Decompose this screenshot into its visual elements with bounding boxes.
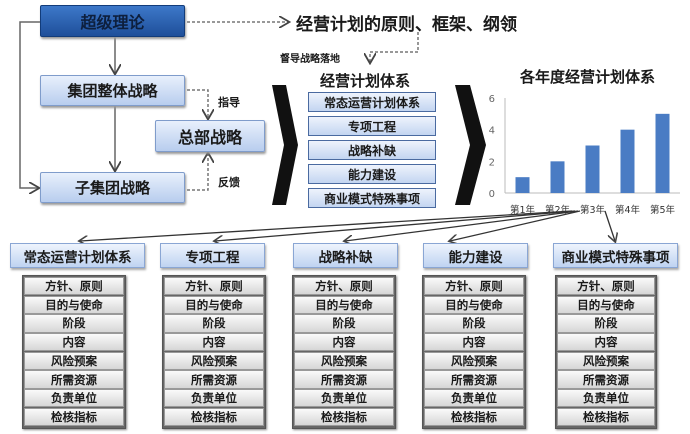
fan-out-arrows <box>80 210 615 241</box>
list-item: 阶段 <box>424 314 524 333</box>
list-item: 目的与使命 <box>294 295 394 314</box>
list-item: 内容 <box>557 333 655 352</box>
feedback-label: 反馈 <box>218 176 240 189</box>
supervise-arrow <box>370 32 419 62</box>
column-header: 能力建设 <box>423 243 528 268</box>
list-item: 内容 <box>164 333 264 352</box>
x-tick-label: 第1年 <box>510 204 536 216</box>
list-item: 阶段 <box>557 314 655 333</box>
list-item: 风险预案 <box>294 351 394 370</box>
list-item: 负责单位 <box>24 389 124 408</box>
y-tick-label: 4 <box>489 126 495 137</box>
guide-arrow <box>187 89 208 118</box>
list-item: 风险预案 <box>557 351 655 370</box>
x-tick-label: 第2年 <box>545 204 571 216</box>
feedback-arrow <box>187 154 208 191</box>
list-item: 检核指标 <box>557 407 655 426</box>
list-item: 负责单位 <box>424 389 524 408</box>
list-item: 内容 <box>424 333 524 352</box>
x-tick-label: 第4年 <box>615 204 641 216</box>
list-item: 方针、原则 <box>294 277 394 296</box>
bar <box>655 113 670 193</box>
column-header: 战略补缺 <box>293 243 398 268</box>
supervise-label: 督导战略落地 <box>280 54 340 65</box>
list-item: 风险预案 <box>164 351 264 370</box>
x-tick-label: 第5年 <box>650 204 676 216</box>
column-list: 方针、原则目的与使命阶段内容风险预案所需资源负责单位检核指标 <box>555 275 657 429</box>
principles-text: 经营计划的原则、框架、纲领 <box>296 15 517 35</box>
chevron-icon <box>272 85 298 205</box>
list-item: 阶段 <box>24 314 124 333</box>
column-header: 商业模式特殊事项 <box>553 243 678 268</box>
list-item: 目的与使命 <box>557 295 655 314</box>
subgroup-strategy-box: 子集团战略 <box>40 172 185 203</box>
plan-item: 商业模式特殊事项 <box>308 188 436 208</box>
plan-item: 战略补缺 <box>308 140 436 160</box>
list-item: 方针、原则 <box>164 277 264 296</box>
theory-to-subgroup-arrow <box>19 21 40 188</box>
list-item: 负责单位 <box>557 389 655 408</box>
column-header: 专项工程 <box>160 243 265 268</box>
bar <box>515 177 530 193</box>
chart-title: 各年度经营计划体系 <box>520 68 656 86</box>
list-item: 阶段 <box>294 314 394 333</box>
list-item: 方针、原则 <box>557 277 655 296</box>
column-list: 方针、原则目的与使命阶段内容风险预案所需资源负责单位检核指标 <box>292 275 396 429</box>
plan-item: 专项工程 <box>308 116 436 136</box>
bar <box>585 145 600 193</box>
group-strategy-box: 集团整体战略 <box>40 75 185 106</box>
list-item: 目的与使命 <box>164 295 264 314</box>
list-item: 目的与使命 <box>424 295 524 314</box>
plan-item: 常态运营计划体系 <box>308 92 436 112</box>
list-item: 所需资源 <box>164 370 264 389</box>
column-list: 方针、原则目的与使命阶段内容风险预案所需资源负责单位检核指标 <box>22 275 126 429</box>
column-list: 方针、原则目的与使命阶段内容风险预案所需资源负责单位检核指标 <box>422 275 526 429</box>
list-item: 阶段 <box>164 314 264 333</box>
column-header: 常态运营计划体系 <box>10 243 145 268</box>
bar <box>550 161 565 193</box>
y-tick-label: 6 <box>489 94 495 105</box>
list-item: 检核指标 <box>424 407 524 426</box>
list-item: 内容 <box>294 333 394 352</box>
plan-system-title: 经营计划体系 <box>320 72 411 90</box>
list-item: 方针、原则 <box>424 277 524 296</box>
list-item: 负责单位 <box>294 389 394 408</box>
list-item: 风险预案 <box>424 351 524 370</box>
list-item: 检核指标 <box>164 407 264 426</box>
bar <box>620 129 635 193</box>
list-item: 检核指标 <box>294 407 394 426</box>
list-item: 负责单位 <box>164 389 264 408</box>
list-item: 方针、原则 <box>24 277 124 296</box>
list-item: 检核指标 <box>24 407 124 426</box>
list-item: 所需资源 <box>424 370 524 389</box>
list-item: 目的与使命 <box>24 295 124 314</box>
bar-chart: 0 2 4 6 第1年第2年第3年第4年第5年 <box>489 94 680 216</box>
y-tick-label: 0 <box>489 189 495 200</box>
y-tick-label: 2 <box>489 157 495 168</box>
x-tick-label: 第3年 <box>580 204 606 216</box>
list-item: 所需资源 <box>294 370 394 389</box>
list-item: 所需资源 <box>24 370 124 389</box>
hq-strategy-box: 总部战略 <box>155 120 265 152</box>
guide-label: 指导 <box>218 96 240 109</box>
chevron-icon <box>455 85 486 205</box>
column-list: 方针、原则目的与使命阶段内容风险预案所需资源负责单位检核指标 <box>162 275 266 429</box>
plan-item: 能力建设 <box>308 164 436 184</box>
super-theory-box: 超级理论 <box>40 5 185 37</box>
list-item: 风险预案 <box>24 351 124 370</box>
list-item: 内容 <box>24 333 124 352</box>
list-item: 所需资源 <box>557 370 655 389</box>
